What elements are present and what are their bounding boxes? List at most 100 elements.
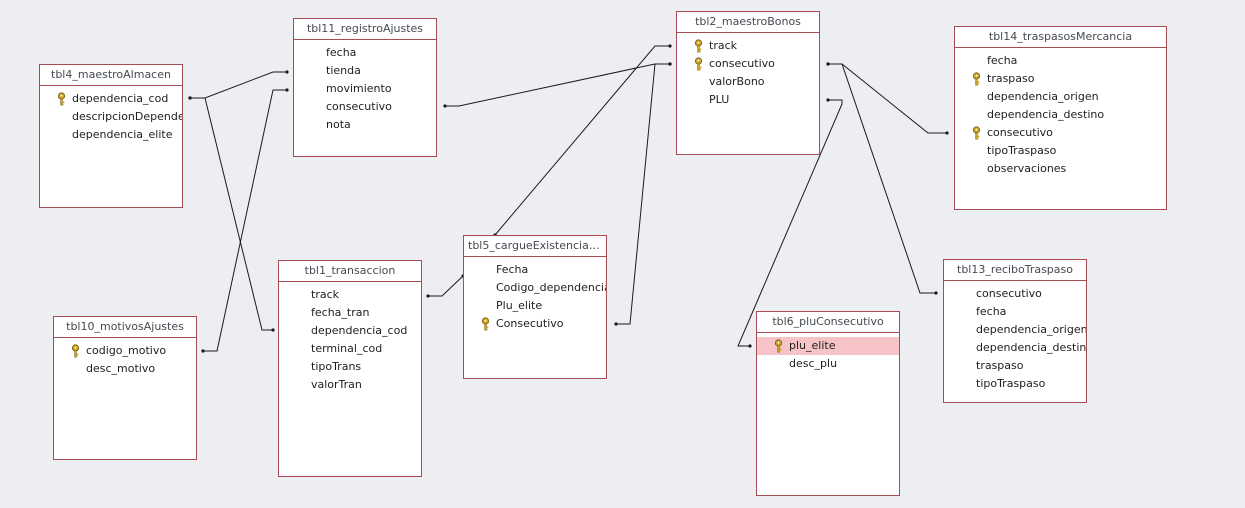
relationship-line[interactable] xyxy=(828,63,936,294)
field-name: consecutivo xyxy=(976,287,1042,300)
field-row[interactable]: consecutivo xyxy=(944,285,1086,303)
field-row[interactable]: desc_plu xyxy=(757,355,899,373)
field-row[interactable]: Consecutivo xyxy=(464,315,606,333)
field-row[interactable]: consecutivo xyxy=(677,55,819,73)
table-title[interactable]: tbl10_motivosAjustes xyxy=(54,317,196,338)
table-title[interactable]: tbl1_transaccion xyxy=(279,261,421,282)
field-row[interactable]: fecha_tran xyxy=(279,304,421,322)
table-t13[interactable]: tbl13_reciboTraspaso consecutivo fecha depe… xyxy=(943,259,1087,403)
table-t6[interactable]: tbl6_pluConsecutivo plu_elite desc_plu xyxy=(756,311,900,496)
relationship-endpoint xyxy=(271,328,275,332)
table-title[interactable]: tbl13_reciboTraspaso xyxy=(944,260,1086,281)
relationship-endpoint xyxy=(668,44,672,48)
field-row[interactable]: fecha xyxy=(944,303,1086,321)
field-row[interactable]: Plu_elite xyxy=(464,297,606,315)
primary-key-icon xyxy=(773,339,784,353)
field-row[interactable]: codigo_motivo xyxy=(54,342,196,360)
field-row[interactable]: tipoTraspaso xyxy=(944,375,1086,393)
field-name: dependencia_elite xyxy=(72,128,173,141)
field-row[interactable]: traspaso xyxy=(955,70,1166,88)
field-name: traspaso xyxy=(987,72,1035,85)
relationship-line[interactable] xyxy=(445,63,670,107)
field-row[interactable]: consecutivo xyxy=(955,124,1166,142)
field-name: traspaso xyxy=(976,359,1024,372)
field-row[interactable]: valorTran xyxy=(279,376,421,394)
table-t10[interactable]: tbl10_motivosAjustes codigo_motivo desc_mo… xyxy=(53,316,197,460)
relationship-line[interactable] xyxy=(190,71,287,99)
field-row[interactable]: tipoTrans xyxy=(279,358,421,376)
field-row[interactable]: dependencia_cod xyxy=(40,90,182,108)
field-row[interactable]: track xyxy=(279,286,421,304)
relationship-endpoint xyxy=(945,131,949,135)
field-list: plu_elite desc_plu xyxy=(757,333,899,373)
field-name: dependencia_destino xyxy=(987,108,1105,121)
field-row[interactable]: PLU xyxy=(677,91,819,109)
field-name: codigo_motivo xyxy=(86,344,167,357)
relationship-endpoint xyxy=(668,62,672,66)
field-row[interactable]: plu_elite xyxy=(757,337,899,355)
field-row[interactable]: observaciones xyxy=(955,160,1166,178)
field-row[interactable]: traspaso xyxy=(944,357,1086,375)
field-row[interactable]: valorBono xyxy=(677,73,819,91)
field-row[interactable]: dependencia_destino xyxy=(944,339,1086,357)
primary-key-icon xyxy=(693,39,704,53)
field-name: tipoTraspaso xyxy=(976,377,1046,390)
field-name: dependencia_destino xyxy=(976,341,1086,354)
field-row[interactable]: movimiento xyxy=(294,80,436,98)
field-name: consecutivo xyxy=(987,126,1053,139)
field-name: dependencia_origen xyxy=(976,323,1086,336)
field-row[interactable]: tipoTraspaso xyxy=(955,142,1166,160)
field-name: Codigo_dependencia xyxy=(496,281,606,294)
table-title[interactable]: tbl14_traspasosMercancia xyxy=(955,27,1166,48)
relationship-line[interactable] xyxy=(494,45,670,236)
table-title[interactable]: tbl4_maestroAlmacen xyxy=(40,65,182,86)
table-title[interactable]: tbl11_registroAjustes xyxy=(294,19,436,40)
field-name: consecutivo xyxy=(709,57,775,70)
relationship-line[interactable] xyxy=(190,97,273,331)
relationship-line[interactable] xyxy=(616,63,670,325)
primary-key-icon xyxy=(693,57,704,71)
relationship-line[interactable] xyxy=(428,275,464,297)
primary-key-icon xyxy=(480,317,491,331)
field-name: fecha xyxy=(976,305,1007,318)
field-row[interactable]: consecutivo xyxy=(294,98,436,116)
relationship-line[interactable] xyxy=(203,89,287,352)
field-name: tipoTraspaso xyxy=(987,144,1057,157)
field-row[interactable]: fecha xyxy=(955,52,1166,70)
field-row[interactable]: terminal_cod xyxy=(279,340,421,358)
field-list: codigo_motivo desc_motivo xyxy=(54,338,196,378)
field-row[interactable]: desc_motivo xyxy=(54,360,196,378)
field-name: track xyxy=(709,39,737,52)
field-row[interactable]: tienda xyxy=(294,62,436,80)
field-name: Plu_elite xyxy=(496,299,543,312)
table-title[interactable]: tbl6_pluConsecutivo xyxy=(757,312,899,333)
field-row[interactable]: nota xyxy=(294,116,436,134)
field-row[interactable]: Fecha xyxy=(464,261,606,279)
field-row[interactable]: dependencia_origen xyxy=(944,321,1086,339)
table-title[interactable]: tbl5_cargueExistencias... xyxy=(464,236,606,257)
field-row[interactable]: dependencia_origen xyxy=(955,88,1166,106)
field-row[interactable]: dependencia_cod xyxy=(279,322,421,340)
field-row[interactable]: descripcionDependencia xyxy=(40,108,182,126)
field-name: terminal_cod xyxy=(311,342,383,355)
relationship-line[interactable] xyxy=(828,63,947,134)
field-row[interactable]: dependencia_destino xyxy=(955,106,1166,124)
field-row[interactable]: fecha xyxy=(294,44,436,62)
field-row[interactable]: dependencia_elite xyxy=(40,126,182,144)
field-name: desc_plu xyxy=(789,357,838,370)
relationship-endpoint xyxy=(285,70,289,74)
field-row[interactable]: track xyxy=(677,37,819,55)
field-list: fecha traspaso dependencia_origen dependenc… xyxy=(955,48,1166,178)
field-row[interactable]: Codigo_dependencia xyxy=(464,279,606,297)
table-title[interactable]: tbl2_maestroBonos xyxy=(677,12,819,33)
